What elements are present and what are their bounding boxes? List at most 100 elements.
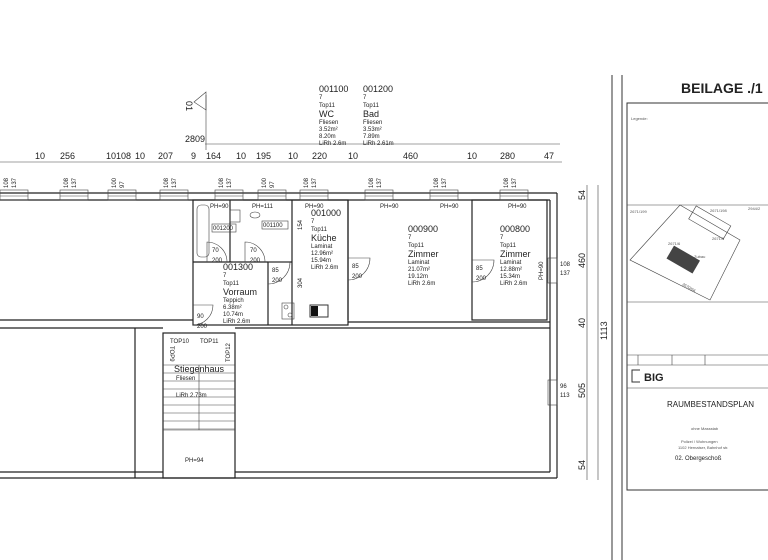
svg-text:LiRh 2.6m: LiRh 2.6m bbox=[311, 265, 338, 271]
ph-label: PH=90 bbox=[210, 204, 229, 210]
dimension-label: 10 bbox=[35, 151, 45, 161]
door-height-label: 200 bbox=[352, 274, 363, 280]
window bbox=[299, 189, 329, 201]
dimension-label: 10 bbox=[236, 151, 246, 161]
svg-text:8.20m: 8.20m bbox=[319, 134, 336, 140]
svg-text:Laminat: Laminat bbox=[311, 244, 333, 250]
window-sill-label: 137 bbox=[512, 177, 518, 188]
window-height-label: 108 bbox=[164, 177, 170, 188]
dimension-label: 54 bbox=[577, 190, 587, 200]
svg-text:7: 7 bbox=[500, 235, 504, 241]
svg-text:7: 7 bbox=[363, 95, 367, 101]
svg-text:Laminat: Laminat bbox=[500, 260, 522, 266]
section-mark: 01 bbox=[184, 91, 207, 111]
svg-text:Top11: Top11 bbox=[311, 227, 328, 233]
svg-text:7: 7 bbox=[319, 95, 323, 101]
window-height-label: 100 bbox=[112, 177, 118, 188]
svg-text:LiRh 2.6m: LiRh 2.6m bbox=[223, 319, 250, 325]
dimension-label: 460 bbox=[403, 151, 418, 161]
window-sill-label: 137 bbox=[12, 177, 18, 188]
svg-text:Laminat: Laminat bbox=[408, 260, 430, 266]
window-height-label: 108 bbox=[219, 177, 225, 188]
room-name: WC bbox=[319, 109, 334, 119]
overall-width-label: 2809 bbox=[185, 134, 205, 144]
room-id: 001300 bbox=[223, 262, 253, 272]
door-width-label: 70 bbox=[212, 248, 219, 254]
dimension-label: 10 bbox=[106, 151, 116, 161]
door-width-label: 85 bbox=[272, 268, 279, 274]
room-tag: 001200 bbox=[213, 226, 234, 232]
svg-text:BIG: BIG bbox=[644, 372, 664, 384]
svg-text:Fliesen: Fliesen bbox=[176, 376, 195, 382]
ph-label: PH=111 bbox=[252, 204, 274, 210]
window bbox=[214, 189, 244, 201]
title-block: BEILAGE ./1 Legende: 2671/199 2671/198 2… bbox=[611, 75, 768, 560]
window-sill-label: 137 bbox=[312, 177, 318, 188]
door-height-label: 200 bbox=[197, 324, 208, 330]
window-height-label: 108 bbox=[304, 177, 310, 188]
dimension-label: 47 bbox=[544, 151, 554, 161]
door-width-label: 70 bbox=[250, 248, 257, 254]
svg-text:Top11: Top11 bbox=[363, 103, 380, 109]
ph-label: PH=90 bbox=[508, 204, 527, 210]
building-walls bbox=[0, 192, 558, 479]
svg-text:Teppich: Teppich bbox=[223, 298, 244, 304]
room-name: Zimmer bbox=[408, 249, 439, 259]
svg-text:2671/199: 2671/199 bbox=[630, 209, 647, 214]
window-height-label: 108 bbox=[4, 177, 10, 188]
svg-text:15.34m: 15.34m bbox=[500, 274, 520, 280]
door-arcs bbox=[192, 241, 495, 326]
svg-text:7: 7 bbox=[311, 219, 315, 225]
room-id: 001100 bbox=[319, 84, 348, 94]
svg-text:LiRh 2.6m: LiRh 2.6m bbox=[408, 281, 435, 287]
door-height-label: 200 bbox=[212, 258, 223, 264]
room-area: 3.53m² bbox=[363, 127, 382, 133]
svg-text:TOP9: TOP9 bbox=[168, 346, 174, 362]
door-width-label: 90 bbox=[197, 314, 204, 320]
room-area: 12.96m² bbox=[311, 251, 333, 257]
svg-text:15.94m: 15.94m bbox=[311, 258, 331, 264]
window bbox=[547, 379, 558, 406]
floor-label: 02. Obergeschoß bbox=[675, 456, 722, 462]
window-sill-label: 137 bbox=[72, 177, 78, 188]
svg-text:Fliesen: Fliesen bbox=[319, 120, 338, 126]
stove-icon bbox=[281, 302, 295, 320]
window-height-label: 108 bbox=[560, 262, 571, 268]
window-height-label: 108 bbox=[64, 177, 70, 188]
window-height-label: 108 bbox=[369, 177, 375, 188]
svg-text:Top11: Top11 bbox=[223, 281, 240, 287]
door-height-label: 200 bbox=[272, 278, 283, 284]
total-dimension-label: 1113 bbox=[599, 321, 609, 340]
dimension-label: 10 bbox=[135, 151, 145, 161]
window-sill-label: 113 bbox=[560, 393, 570, 399]
window-height-label: 96 bbox=[560, 384, 567, 390]
window bbox=[257, 189, 287, 201]
svg-text:Fliesen: Fliesen bbox=[363, 120, 382, 126]
window bbox=[364, 189, 394, 201]
svg-text:TOP12: TOP12 bbox=[226, 342, 232, 362]
ph-label: PH=90 bbox=[380, 204, 399, 210]
svg-text:2671/198: 2671/198 bbox=[710, 208, 727, 213]
toilet-icon bbox=[249, 211, 261, 219]
site-map: 2671/199 2671/198 2944/2 2671/5 2671/6 Z… bbox=[627, 204, 768, 303]
svg-text:01: 01 bbox=[184, 101, 194, 111]
dimension-label: 9 bbox=[191, 151, 196, 161]
kitchen-sink-icon bbox=[309, 304, 329, 318]
door-height-label: 200 bbox=[476, 276, 487, 282]
dimension-label: 10 bbox=[467, 151, 477, 161]
room-area: 3.52m² bbox=[319, 127, 338, 133]
dimension-label: 207 bbox=[158, 151, 173, 161]
window-sill-label: 97 bbox=[270, 181, 276, 188]
window-sill-label: 137 bbox=[377, 177, 383, 188]
svg-text:LiRh 2.73m: LiRh 2.73m bbox=[176, 393, 207, 399]
svg-text:Zubau: Zubau bbox=[694, 254, 705, 259]
ph-label: PH=90 bbox=[305, 204, 324, 210]
svg-text:7.89m: 7.89m bbox=[363, 134, 380, 140]
big-logo: BIG bbox=[631, 369, 664, 384]
room-area: 12.88m² bbox=[500, 267, 522, 273]
svg-text:19.12m: 19.12m bbox=[408, 274, 428, 280]
bathtub-icon bbox=[196, 204, 210, 258]
